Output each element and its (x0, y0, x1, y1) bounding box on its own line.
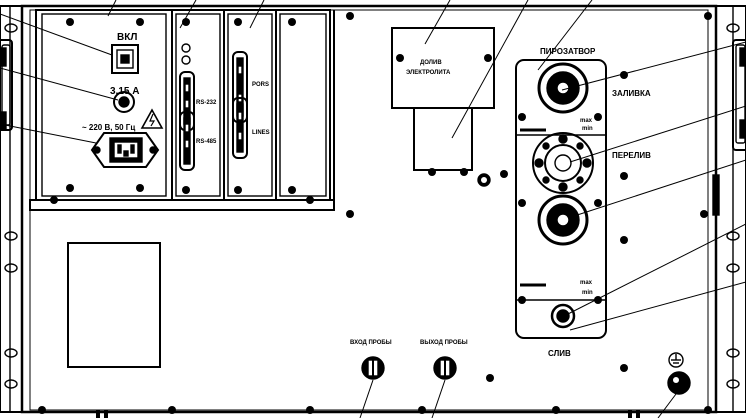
probe-in-connector (361, 356, 385, 380)
fill-port (537, 62, 589, 114)
fuse-holder (113, 91, 135, 113)
warning-icon (140, 108, 164, 129)
probe-in-label: ВХОД ПРОБЫ (350, 340, 392, 346)
probe-out-connector (433, 356, 457, 380)
min-top-label: min (582, 126, 593, 132)
label-window (67, 242, 161, 368)
electrolyte-top-up (391, 27, 495, 171)
drain-valve (550, 303, 576, 329)
rs485-connector (179, 111, 195, 171)
electrolyte-label-1: ДОЛИВ (420, 60, 442, 66)
lower-port (537, 194, 589, 246)
rs232-label: RS-232 (196, 100, 217, 106)
power-switch-label: ВКЛ (117, 32, 137, 43)
overflow-port (532, 132, 594, 194)
max-bottom-label: max (580, 280, 593, 286)
fuse-label: 3,15 А (110, 86, 139, 97)
pyro-valve-label: ПИРОЗАТВОР (540, 47, 596, 56)
front-panel (20, 4, 718, 414)
power-switch[interactable] (111, 44, 139, 74)
power-module (35, 9, 173, 201)
ports-label: PORS (252, 82, 269, 88)
max-top-label: max (580, 118, 593, 124)
overflow-label: ПЕРЕЛИВ (612, 151, 651, 160)
right-rack-ear (712, 5, 746, 413)
fixing-screws (38, 12, 712, 414)
lines-label: LINES (252, 130, 270, 136)
electrolyte-label-2: ЭЛЕКТРОЛИТА (406, 70, 451, 76)
probe-out-label: ВЫХОД ПРОБЫ (420, 340, 468, 346)
mains-label: ~ 220 В, 50 Гц (82, 123, 135, 132)
rs485-label: RS-485 (196, 139, 217, 145)
mains-inlet (90, 132, 160, 168)
ground-icon (668, 352, 684, 368)
min-bottom-label: min (582, 290, 593, 296)
left-rack-ear (0, 5, 23, 413)
lines-connector (232, 97, 248, 159)
fill-label: ЗАЛИВКА (612, 89, 651, 98)
lines-module (223, 9, 277, 201)
blank-module (275, 9, 331, 201)
drain-label: СЛИВ (548, 349, 571, 358)
ground-terminal (667, 371, 691, 395)
